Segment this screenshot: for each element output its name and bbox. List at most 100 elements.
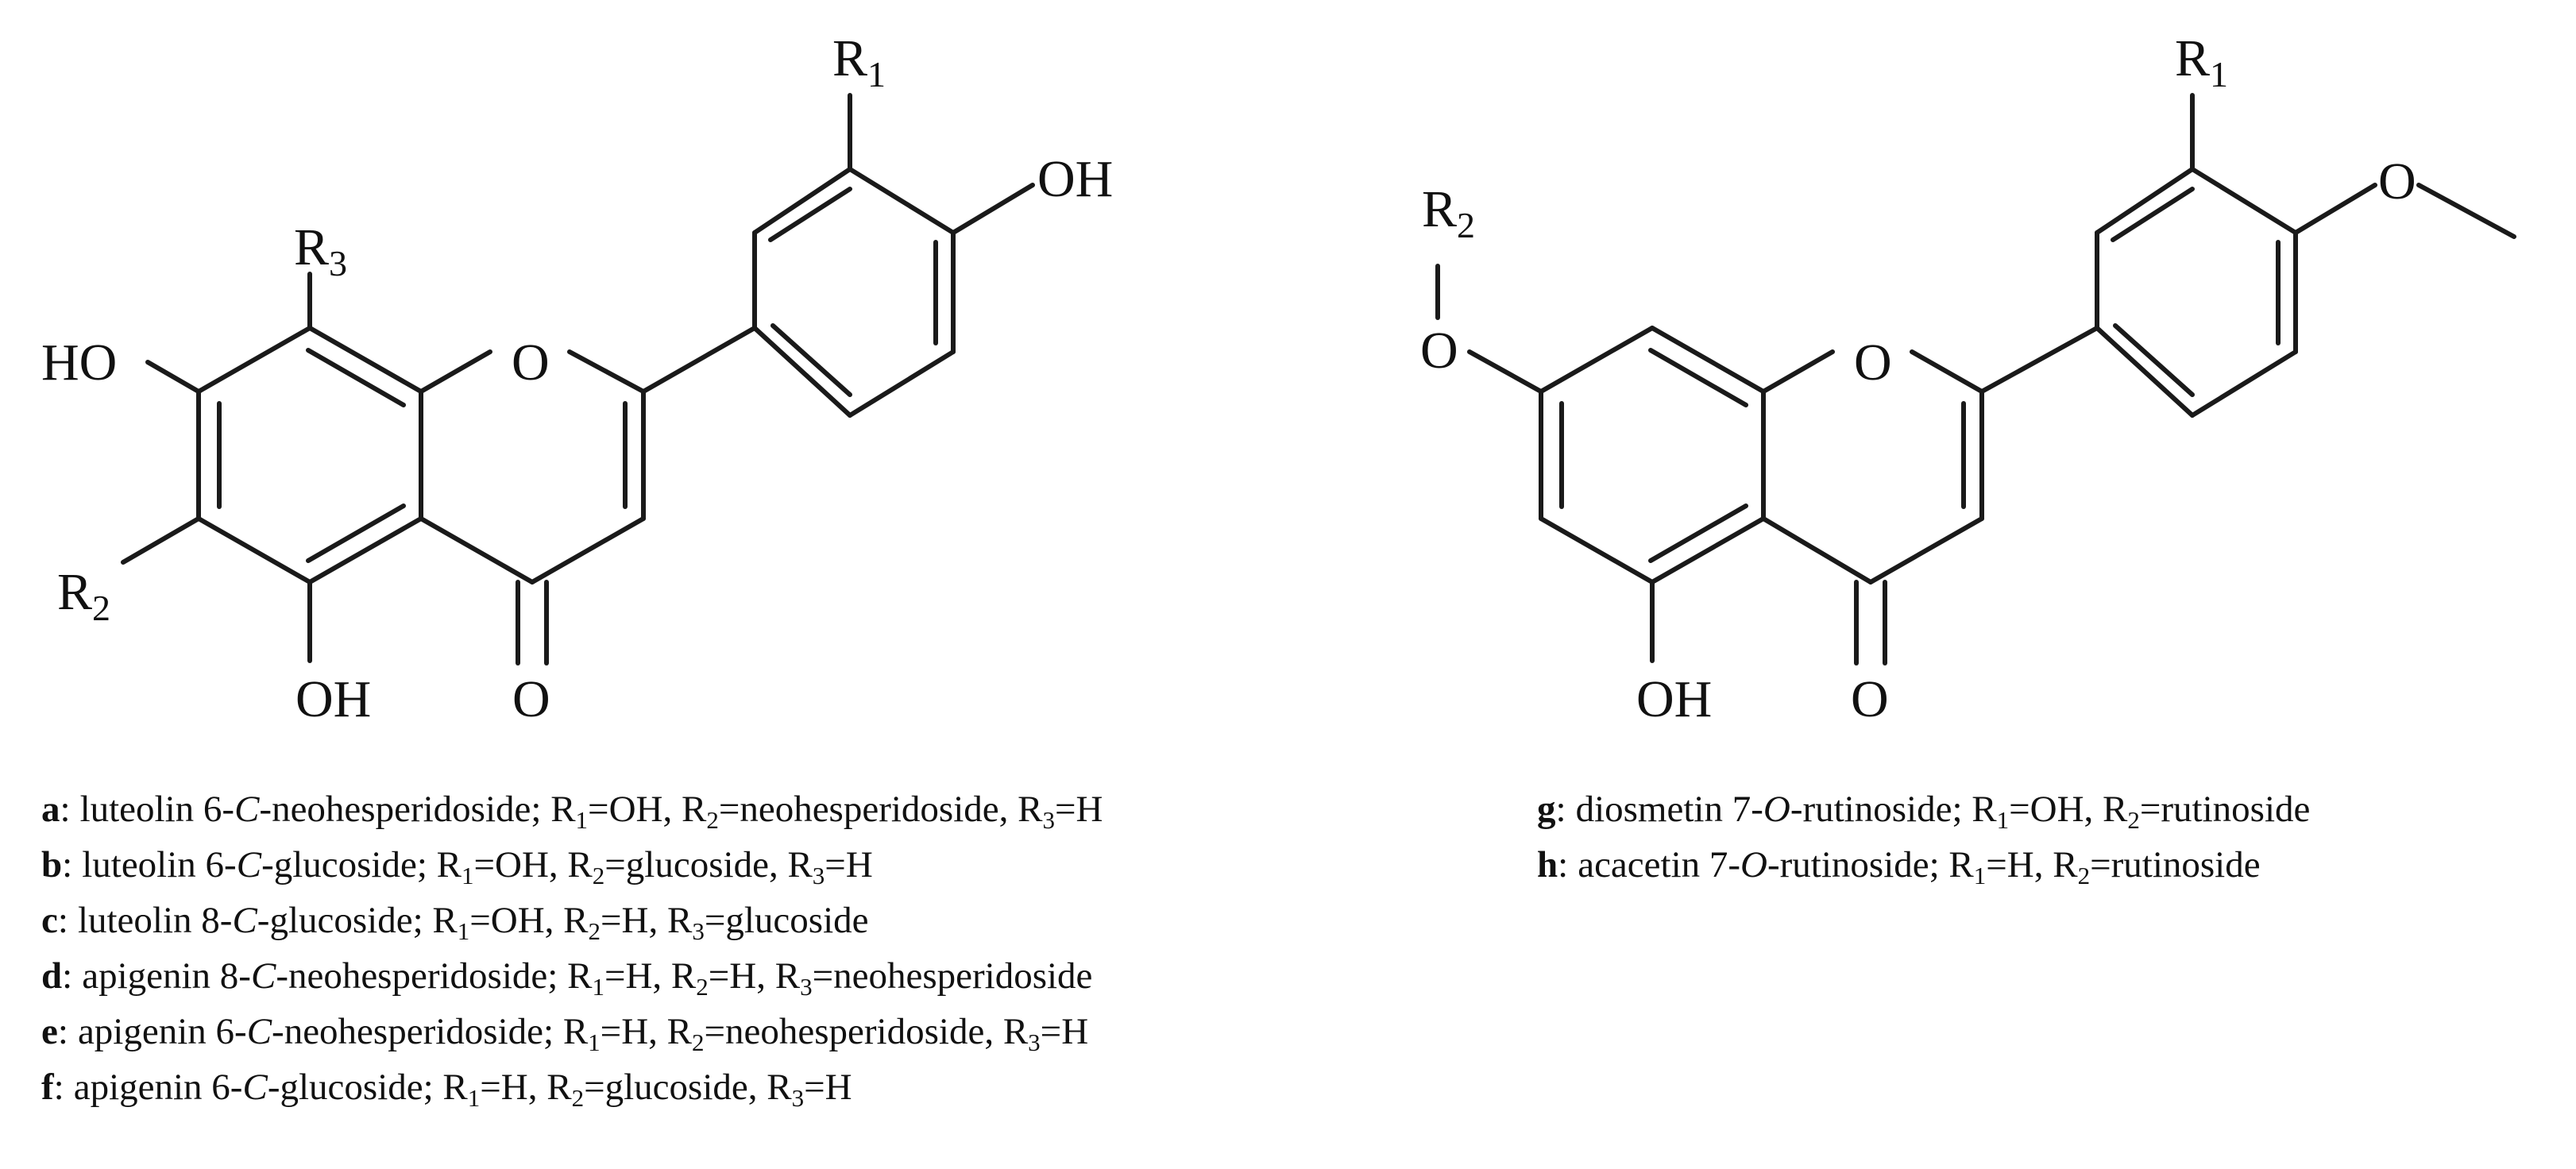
separator: , [652, 955, 671, 997]
r-index: 3 [1028, 1028, 1041, 1056]
equals-sign: = [718, 789, 740, 830]
separator: , [648, 900, 667, 941]
equals-sign: = [2009, 789, 2030, 830]
r-symbol: R [666, 900, 693, 941]
r-symbol: R [550, 789, 576, 830]
label-oh-5-left: OH [295, 670, 371, 728]
r-symbol: R [681, 789, 707, 830]
separator: , [998, 789, 1018, 830]
r-value: neohesperidoside [725, 1011, 985, 1052]
equals-sign: = [600, 1011, 622, 1052]
r-index: 2 [2077, 862, 2091, 889]
compound-name-suffix: -glucoside; [261, 844, 427, 885]
r-value: H [1061, 1011, 1089, 1052]
equals-sign: = [708, 955, 730, 997]
r-index: 2 [706, 806, 719, 834]
r-symbol: R [546, 1067, 572, 1108]
compound-name-suffix: -neohesperidoside; [272, 1011, 554, 1052]
structure-left-labels: R1 OH R3 HO O R2 OH O [41, 29, 1113, 728]
compound-name-prefix: apigenin 8- [82, 955, 251, 997]
compound-name: luteolin 8-C-glucoside; [78, 900, 423, 941]
label-keto-oxygen-left: O [512, 670, 550, 728]
r-index: 2 [696, 973, 709, 1001]
r-value: OH [495, 844, 549, 885]
r-index: 3 [791, 1084, 805, 1112]
legend-item: c:luteolin 8-C-glucoside; R1=OH, R2=H, R… [41, 893, 1103, 948]
compound-name: diosmetin 7-O-rutinoside; [1576, 789, 1963, 830]
r-symbol: R [1018, 789, 1043, 830]
equals-sign: = [2090, 844, 2111, 885]
r-index: 3 [812, 862, 825, 889]
r-symbol: R [1948, 844, 1974, 885]
r-value: H [825, 1067, 852, 1108]
compound-name-prefix: acacetin 7- [1578, 844, 1741, 885]
compound-key: h [1537, 844, 1558, 885]
r-value: H [621, 900, 649, 941]
equals-sign: = [825, 844, 846, 885]
r-index: 1 [457, 917, 470, 945]
compound-legend-left: a:luteolin 6-C-neohesperidoside; R1=OH, … [41, 781, 1103, 1115]
r-value: neohesperidoside [833, 955, 1093, 997]
equals-sign: = [704, 1011, 726, 1052]
r-symbol: R [562, 1011, 589, 1052]
r-index: 2 [592, 862, 605, 889]
r-index: 1 [467, 1084, 481, 1112]
r-symbol: R [767, 1067, 792, 1108]
compound-name-prefix: diosmetin 7- [1575, 789, 1763, 830]
legend-item: b:luteolin 6-C-glucoside; R1=OH, R2=gluc… [41, 837, 1103, 893]
compound-name-suffix: -rutinoside; [1767, 844, 1940, 885]
equals-sign: = [1054, 789, 1076, 830]
r-value: OH [490, 900, 545, 941]
compound-name-italic: O [1740, 844, 1767, 885]
label-oh-5-right: OH [1636, 670, 1712, 728]
r-symbol: R [787, 844, 813, 885]
legend-item: g:diosmetin 7-O-rutinoside; R1=OH, R2=ru… [1537, 781, 2310, 837]
compound-name-prefix: luteolin 6- [79, 789, 235, 830]
r-symbol: R [567, 955, 593, 997]
compound-name-suffix: -glucoside; [257, 900, 423, 941]
r-value: rutinoside [2111, 844, 2261, 885]
key-colon: : [57, 1011, 68, 1052]
label-ring-oxygen-left: O [512, 334, 550, 392]
legend-item: e:apigenin 6-C-neohesperidoside; R1=H, R… [41, 1004, 1103, 1059]
label-ring-oxygen-right: O [1854, 334, 1892, 392]
label-r2-left: R2 [57, 563, 110, 628]
structure-left [121, 93, 1035, 666]
compound-name-italic: C [250, 955, 276, 997]
compound-name: acacetin 7-O-rutinoside; [1578, 844, 1939, 885]
label-r2-right: R2 [1422, 180, 1475, 245]
compound-name: luteolin 6-C-neohesperidoside; [80, 789, 542, 830]
compound-name: apigenin 8-C-neohesperidoside; [82, 955, 558, 997]
equals-sign: = [604, 955, 626, 997]
r-value: OH [608, 789, 663, 830]
label-r1-right: R1 [2175, 29, 2228, 95]
equals-sign: = [812, 955, 834, 997]
key-colon: : [60, 789, 71, 830]
r-value: glucoside [725, 900, 869, 941]
r-symbol: R [1002, 1011, 1029, 1052]
key-colon: : [62, 955, 73, 997]
compound-name-italic: C [234, 789, 260, 830]
r-index: 3 [1042, 806, 1055, 834]
r-symbol: R [567, 844, 593, 885]
r-value: H [621, 1011, 649, 1052]
compound-name-italic: C [232, 900, 257, 941]
label-keto-oxygen-right: O [1851, 670, 1889, 728]
r-symbol: R [2053, 844, 2078, 885]
label-r3-left: R3 [294, 218, 347, 284]
equals-sign: = [473, 844, 496, 885]
structure-right-labels: R1 O R2 O O OH O [1420, 29, 2416, 728]
label-methoxy-oxygen-right: O [2378, 152, 2416, 210]
r-value: H [500, 1067, 528, 1108]
compound-name: luteolin 6-C-glucoside; [82, 844, 427, 885]
separator: , [2084, 789, 2103, 830]
key-colon: : [53, 1067, 64, 1108]
r-symbol: R [432, 900, 458, 941]
separator: , [527, 1067, 547, 1108]
label-7-oxygen-right: O [1420, 322, 1458, 380]
r-value: H [845, 844, 873, 885]
compound-key: b [41, 844, 63, 885]
compound-name: apigenin 6-C-neohesperidoside; [78, 1011, 554, 1052]
compound-key: d [41, 955, 63, 997]
r-value: glucoside [625, 844, 769, 885]
